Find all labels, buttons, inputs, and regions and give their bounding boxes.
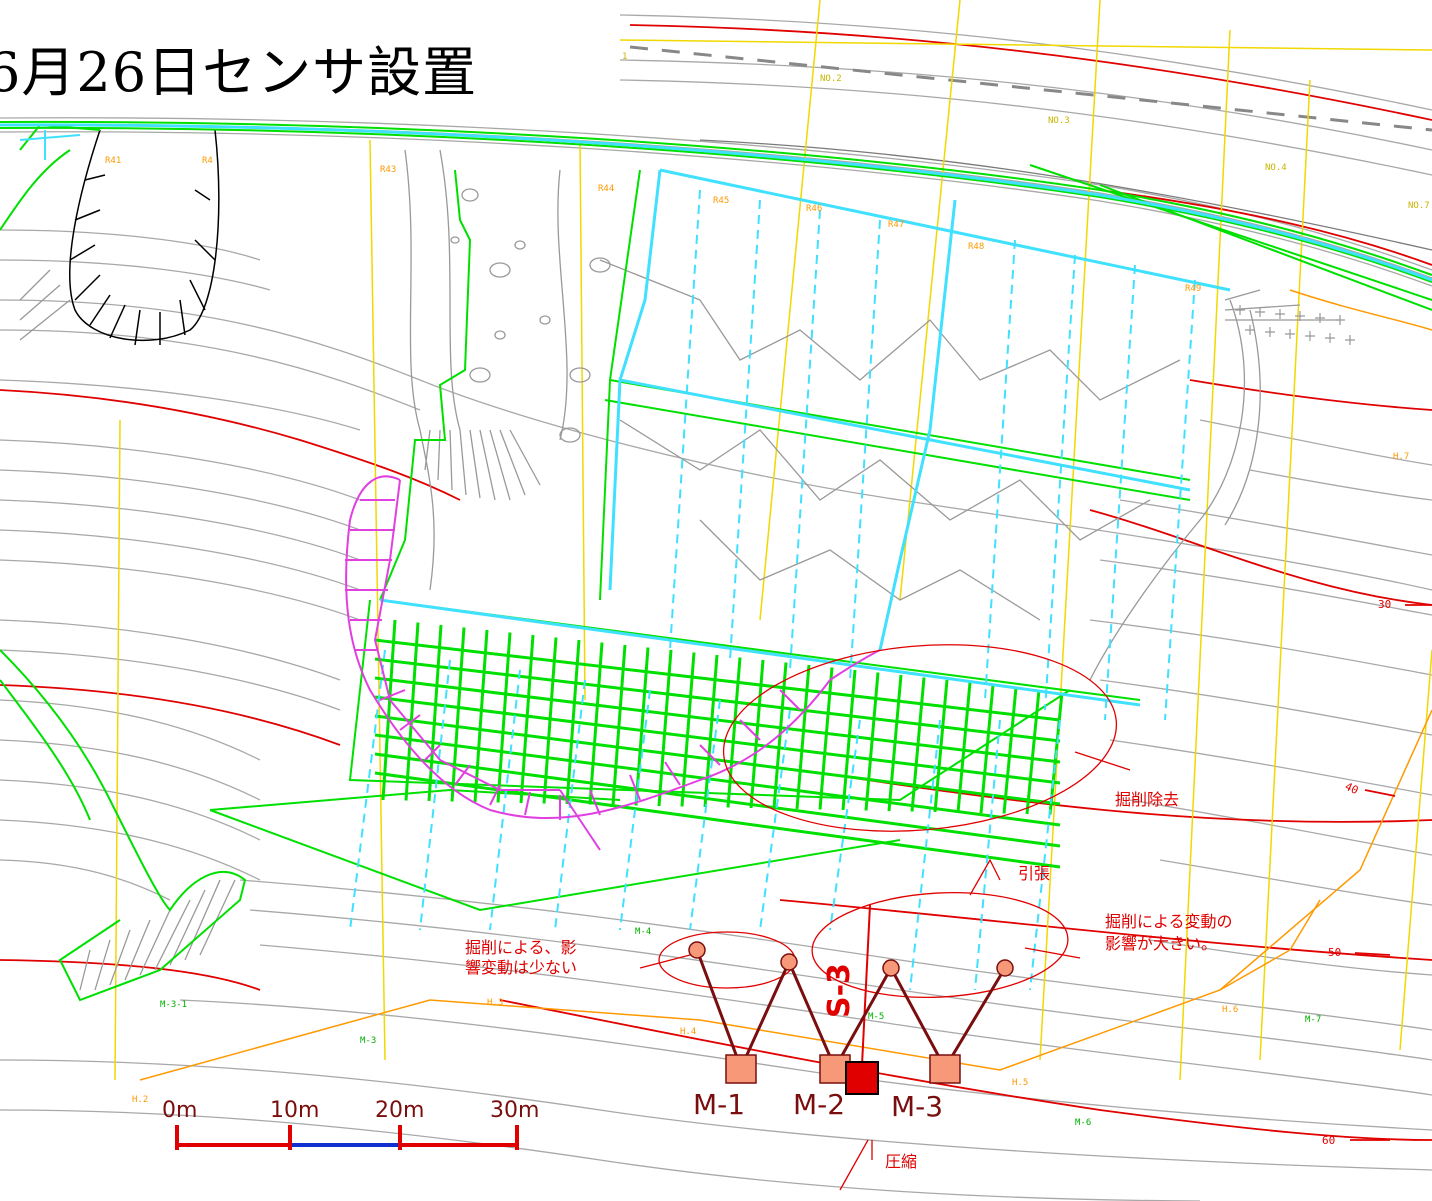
mesh-rail (374, 695, 1061, 785)
red-ellipses (639, 644, 1131, 1191)
large-effect-note-line1: 掘削による変動の (1105, 912, 1233, 931)
mesh-rail (374, 752, 1061, 848)
label-r45: R45 (713, 196, 730, 206)
mesh-rib (979, 684, 995, 814)
mesh-rib (542, 637, 558, 804)
contour-number-marks (1350, 604, 1432, 1141)
mesh-rib (634, 647, 650, 806)
label-h4: H.4 (680, 1027, 697, 1037)
scale-label-0m: 0m (162, 1098, 198, 1123)
contour-label-50: 50 (1328, 946, 1342, 959)
sensor-anchor-dots (688, 941, 1014, 977)
mesh-rib (450, 627, 466, 802)
sensor-m3-label: M-3 (891, 1090, 944, 1123)
contour-label-30: 30 (1378, 598, 1392, 611)
mesh-rib (864, 672, 880, 811)
compression-label: 圧縮 (885, 1152, 918, 1171)
label-m3a: M-3 (360, 1036, 377, 1046)
mesh-rib (657, 649, 673, 807)
mesh-rib (381, 619, 397, 801)
scale-label-30m: 30m (490, 1098, 540, 1123)
mesh-rib (703, 654, 719, 808)
cross-marks (1235, 305, 1355, 345)
contour-label-60: 60 (1322, 1134, 1336, 1147)
label-h7: H.7 (1393, 452, 1410, 462)
mesh-rib (680, 652, 696, 807)
label-r43: R43 (380, 165, 397, 175)
mesh-rib (933, 679, 949, 813)
label-no4: NO.4 (1265, 163, 1287, 173)
sensor-boxes (725, 1054, 961, 1095)
mesh-rib (565, 639, 581, 805)
rock-slope (19, 149, 1340, 991)
yellow-lines (114, 0, 1432, 1081)
scale-label-10m: 10m (270, 1098, 320, 1123)
sensor-s3-label: S-3 (822, 963, 857, 1018)
mesh-rib (956, 682, 972, 813)
dashed-centerline (629, 45, 1432, 132)
cyan-dashed-drains (349, 189, 1196, 991)
scale-bar (175, 1125, 519, 1150)
label-no3: NO.3 (1048, 116, 1070, 126)
large-effect-note-line2: 影響が大きい。 (1105, 934, 1218, 953)
mesh-rib (519, 634, 535, 804)
page-title: 6月26日センサ設置 (0, 41, 478, 104)
label-h3: H.3 (487, 998, 504, 1008)
scale-label-20m: 20m (375, 1098, 425, 1123)
label-h5: H.5 (1012, 1078, 1029, 1088)
mesh-rail (374, 714, 1061, 806)
mesh-rib (1025, 689, 1041, 815)
mesh-rib (749, 659, 765, 809)
sensor-m1-label: M-1 (693, 1088, 746, 1121)
mesh-rib (910, 677, 926, 812)
label-r44: R44 (598, 184, 615, 194)
label-r48: R48 (968, 242, 985, 252)
mesh-rail (374, 771, 1061, 869)
magenta-slope (345, 475, 881, 851)
cyan-drains (0, 123, 1432, 707)
orange-lines (139, 289, 1432, 1081)
label-r47: R47 (888, 220, 905, 230)
label-1: 1 (622, 52, 628, 62)
label-m6: M-6 (1075, 1118, 1092, 1128)
label-h6: H.6 (1222, 1005, 1239, 1015)
mesh-rib (887, 674, 903, 812)
mesh-rib (726, 657, 742, 808)
sensor-m2-label: M-2 (793, 1088, 846, 1121)
label-m3-1: M-3-1 (160, 1000, 188, 1010)
label-r42: R4 (202, 156, 213, 166)
mesh-rail (374, 733, 1061, 827)
label-r41: R41 (105, 156, 122, 166)
green-mesh (374, 619, 1064, 869)
excavation-removal-label: 掘削除去 (1115, 790, 1180, 809)
mesh-rib (588, 642, 604, 805)
mesh-rail (374, 657, 1061, 743)
mesh-rib (1002, 687, 1018, 814)
label-r46: R46 (806, 204, 823, 214)
tension-label: 引張 (1018, 864, 1051, 883)
mesh-rib (795, 664, 811, 810)
label-r49: R49 (1185, 284, 1202, 294)
label-m7: M-7 (1305, 1015, 1322, 1025)
mesh-rib (427, 624, 443, 802)
mesh-rib (496, 632, 512, 803)
black-slope (69, 129, 220, 346)
label-m4: M-4 (635, 927, 652, 937)
mesh-rib (818, 667, 834, 810)
mesh-rib (611, 644, 627, 806)
label-h2: H.2 (132, 1095, 149, 1105)
mesh-rib (404, 622, 420, 801)
mesh-rib (473, 629, 489, 803)
small-effect-note-line2: 響変動は少ない (465, 958, 578, 977)
label-no2: NO.2 (820, 74, 842, 84)
green-frame (0, 120, 1432, 1002)
small-effect-note-line1: 掘削による、影 (465, 938, 577, 957)
label-m5: M-5 (868, 1012, 885, 1022)
label-no7: NO.7 (1408, 201, 1430, 211)
contour-lines (0, 229, 1432, 1201)
mesh-rib (841, 669, 857, 811)
